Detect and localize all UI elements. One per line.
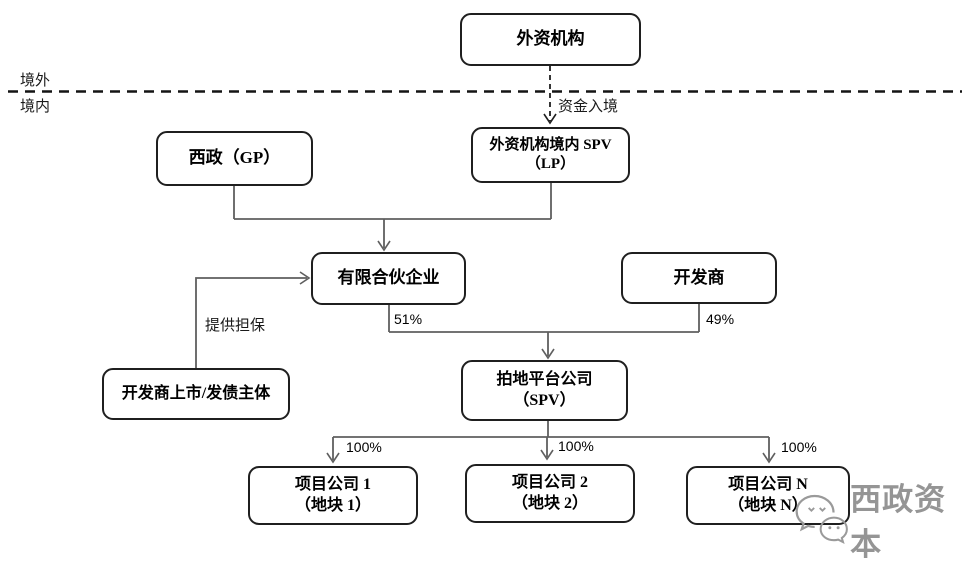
node-developer-listed-entity: 开发商上市/发债主体 — [102, 368, 290, 420]
node-foreign-institution: 外资机构 — [460, 13, 641, 66]
node-label: 西政（GP） — [188, 148, 281, 168]
node-label-line2: （LP） — [525, 156, 576, 172]
developer-share-label: 49% — [706, 311, 735, 327]
node-label: 开发商 — [673, 267, 725, 287]
node-label: 有限合伙企业 — [337, 268, 440, 288]
arrowhead-to-project-n — [762, 452, 776, 464]
arrowhead-guarantee — [299, 271, 311, 285]
node-label-line1: 项目公司 2 — [511, 473, 588, 491]
node-foreign-onshore-spv: 外资机构境内 SPV （LP） — [471, 127, 630, 183]
watermark-brand-text: 西政资本 — [850, 482, 947, 562]
project1-share-label: 100% — [346, 439, 382, 455]
offshore-label: 境外 — [20, 73, 51, 89]
node-limited-partnership: 有限合伙企业 — [311, 252, 466, 305]
node-project-company-n: 项目公司 N （地块 N） — [686, 466, 850, 525]
diagram-canvas: 境外 境内 外资机构 西政（GP） 外资机构境内 SPV （LP） 有限合伙企业… — [8, 13, 962, 562]
node-label: 外资机构 — [516, 29, 585, 49]
node-label-line2: （地块 1） — [294, 496, 371, 514]
arrowhead-to-partnership — [377, 240, 391, 252]
wechat-logo-icon — [795, 494, 848, 544]
node-label-line2: （地块 2） — [511, 494, 588, 512]
node-label-line1: 外资机构境内 SPV — [489, 136, 612, 153]
node-label-line2: （SPV） — [513, 391, 576, 409]
guarantee-label: 提供担保 — [205, 318, 266, 334]
node-xizheng-gp: 西政（GP） — [156, 131, 313, 186]
project2-share-label: 100% — [558, 438, 594, 454]
arrowhead-to-project-1 — [326, 452, 340, 464]
watermark: 西政资本 — [793, 474, 968, 564]
edge-guarantee — [195, 277, 307, 368]
lp-share-label: 51% — [394, 311, 423, 327]
node-label-line1: 项目公司 N — [728, 475, 808, 493]
capital-inbound-label: 资金入境 — [558, 99, 619, 115]
node-label-line2: （地块 N） — [728, 496, 808, 514]
node-label-line1: 项目公司 1 — [294, 475, 371, 493]
arrowhead-capital-inbound — [543, 113, 557, 125]
arrowhead-to-land-platform — [541, 348, 555, 360]
node-project-company-2: 项目公司 2 （地块 2） — [465, 464, 635, 523]
onshore-label: 境内 — [20, 99, 51, 115]
projectn-share-label: 100% — [781, 439, 817, 455]
node-land-platform-spv: 拍地平台公司 （SPV） — [461, 360, 628, 421]
node-label-line1: 拍地平台公司 — [496, 370, 593, 388]
node-project-company-1: 项目公司 1 （地块 1） — [248, 466, 418, 525]
arrowhead-to-project-2 — [540, 449, 554, 461]
node-label: 开发商上市/发债主体 — [121, 384, 271, 402]
node-developer: 开发商 — [621, 252, 777, 304]
connector-layer — [8, 66, 962, 464]
